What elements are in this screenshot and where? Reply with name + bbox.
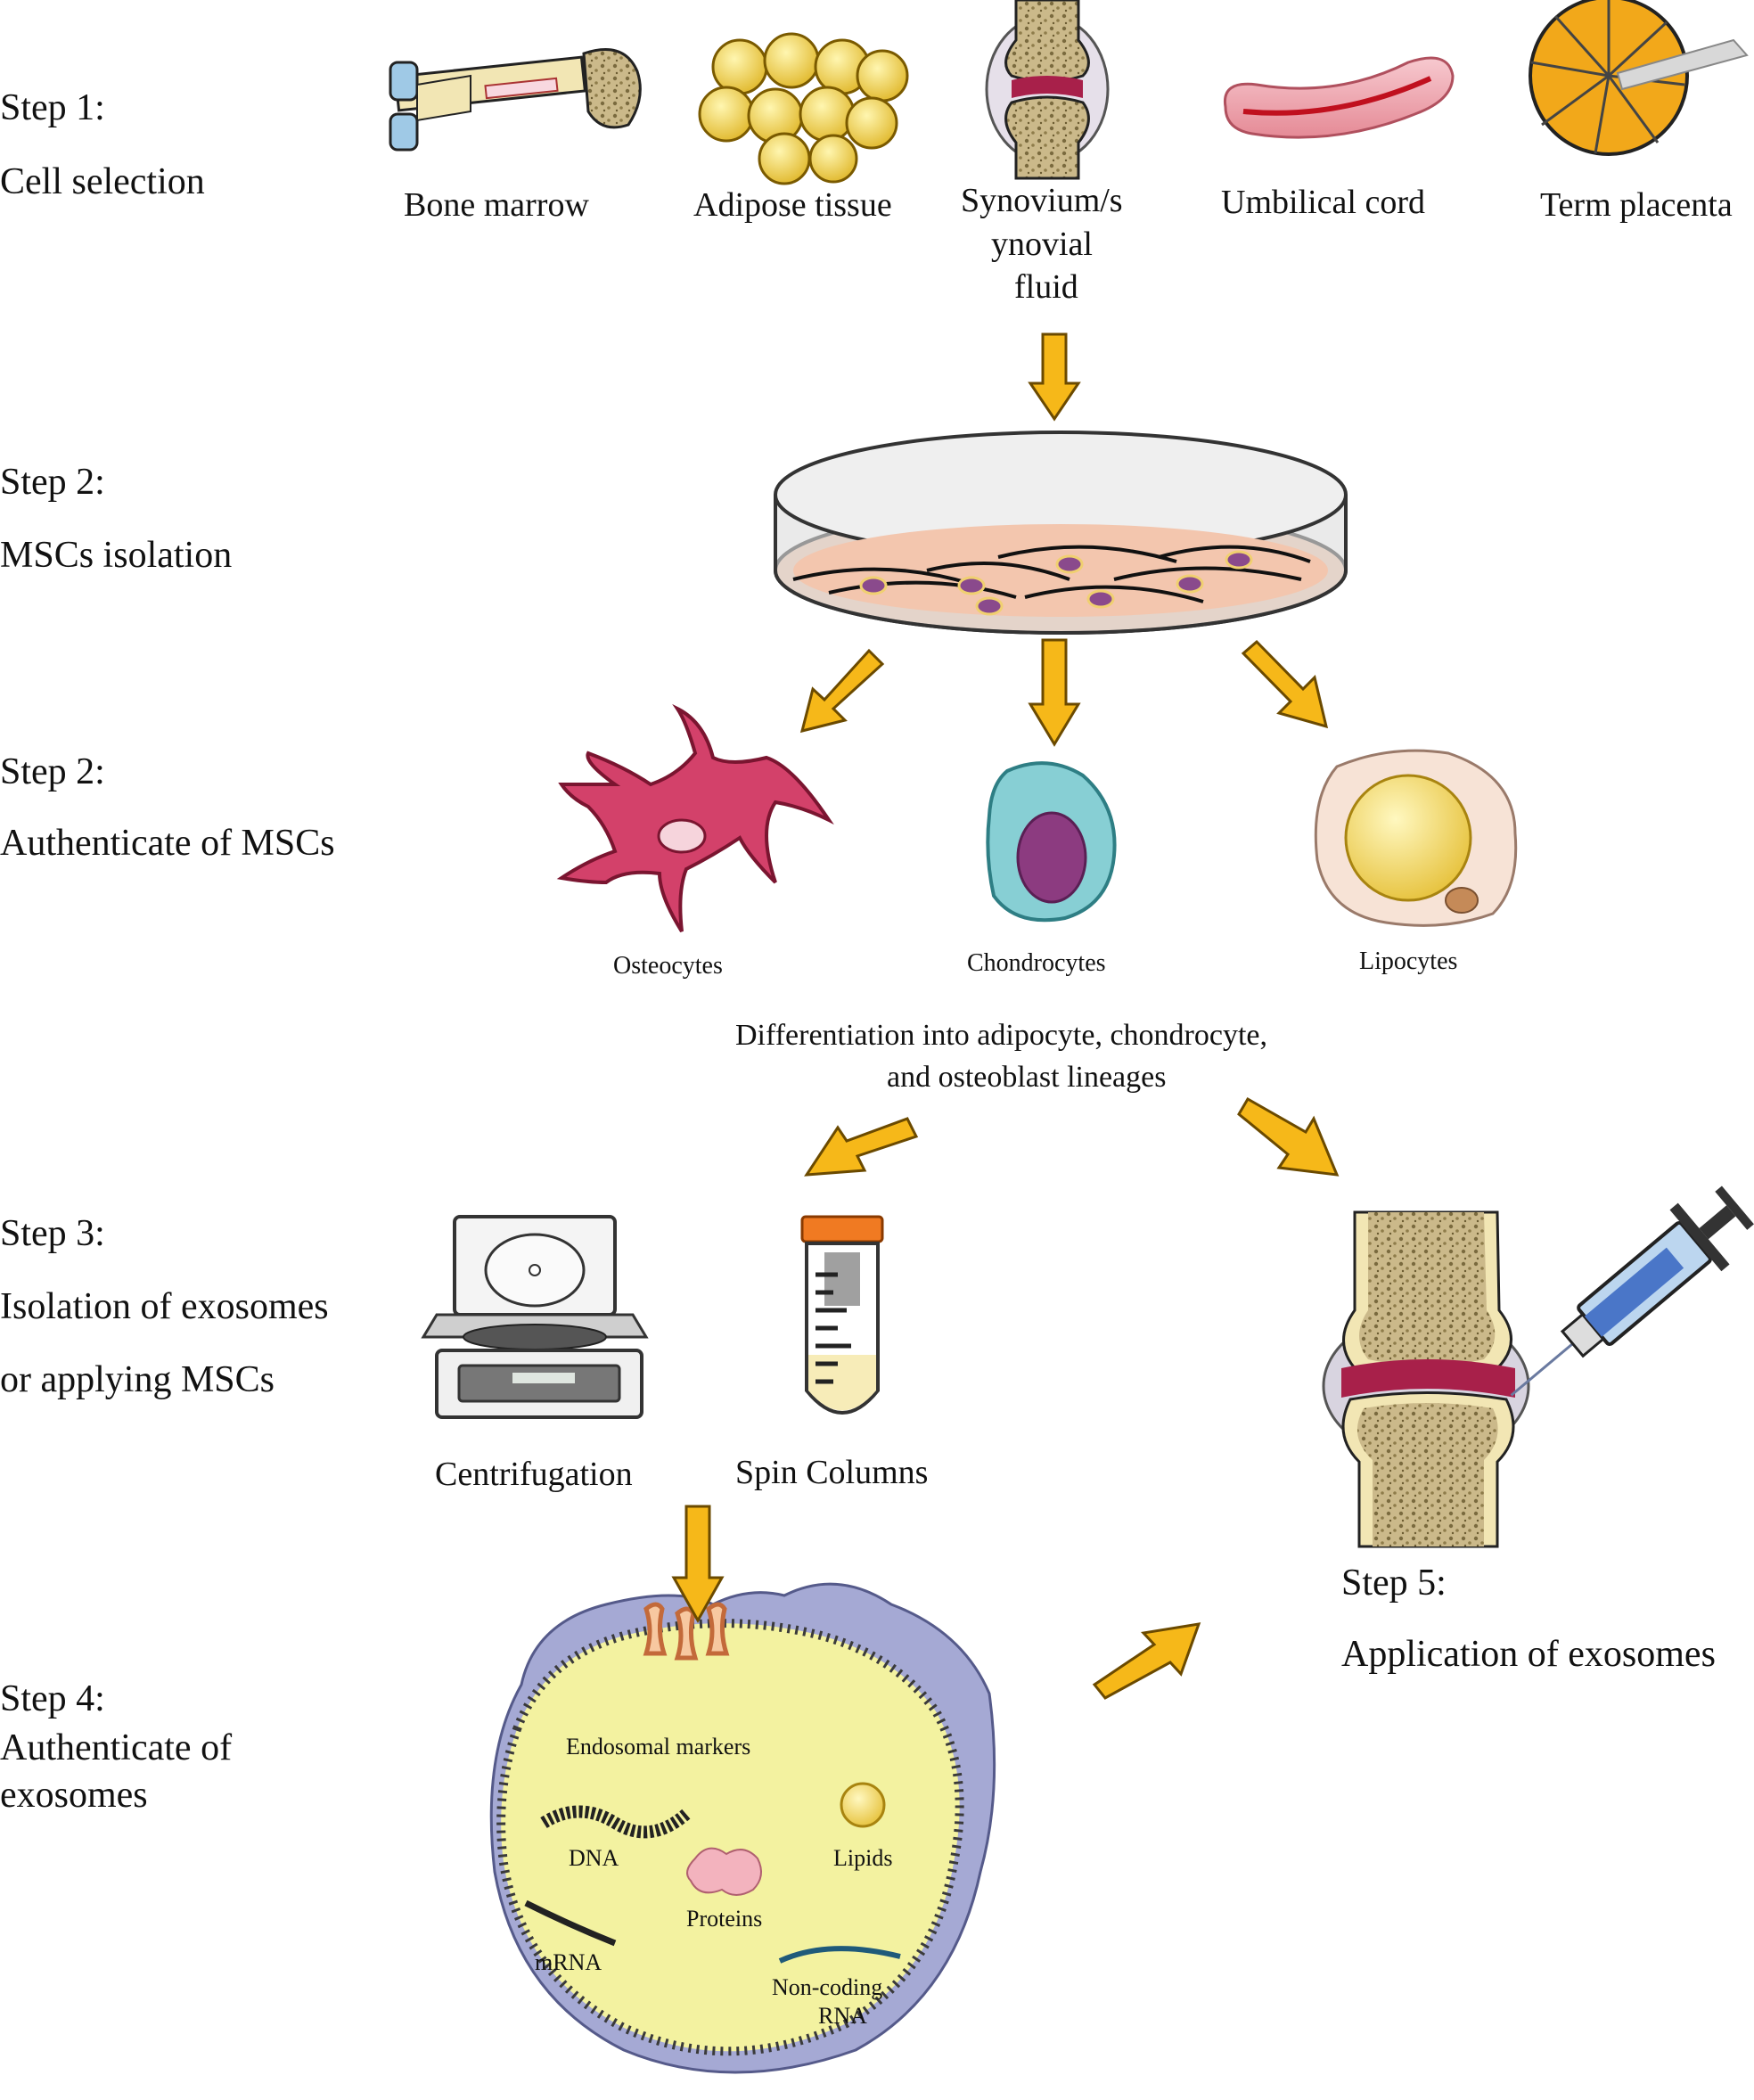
label-spin-columns: Spin Columns	[735, 1454, 929, 1491]
exosome-icon	[489, 1582, 996, 2074]
step3-desc-line2: or applying MSCs	[0, 1359, 275, 1400]
spin-column-tube-icon	[800, 1215, 884, 1415]
step2-title: Step 2:	[0, 462, 105, 503]
label-synovium-line2: ynovial	[991, 226, 1093, 263]
label-lipids: Lipids	[833, 1845, 893, 1871]
lipocyte-icon	[1314, 749, 1518, 927]
petri-dish-icon	[774, 431, 1348, 635]
label-adipose-tissue: Adipose tissue	[693, 186, 892, 224]
label-dna: DNA	[569, 1845, 619, 1871]
step2-desc: MSCs isolation	[0, 535, 233, 576]
centrifuge-icon	[421, 1215, 649, 1419]
label-noncoding-line1: Non-coding	[772, 1974, 883, 2000]
label-osteocytes: Osteocytes	[613, 952, 723, 980]
arrow-down-right-1	[1241, 639, 1329, 729]
differentiation-line2: and osteoblast lineages	[887, 1061, 1167, 1094]
label-proteins: Proteins	[686, 1906, 763, 1932]
step1-title: Step 1:	[0, 87, 105, 128]
step4-title: Step 4:	[0, 1678, 105, 1719]
mrna-strand-icon	[524, 1899, 617, 1947]
arrow-down-1	[1028, 332, 1081, 422]
knee-joint-injection-icon	[1322, 1185, 1754, 1548]
step4-desc-line2: exosomes	[0, 1775, 148, 1816]
arrow-down-3	[671, 1505, 725, 1624]
bone-marrow-icon	[389, 48, 642, 152]
osteocyte-icon	[556, 703, 834, 933]
arrow-down-left-1	[799, 648, 885, 734]
label-synovium-line1: Synovium/s	[961, 182, 1123, 219]
label-centrifugation: Centrifugation	[435, 1456, 633, 1493]
step3-desc-line1: Isolation of exosomes	[0, 1286, 329, 1327]
flow-arrows	[671, 332, 1340, 1700]
step4-desc-line1: Authenticate of	[0, 1727, 233, 1768]
lipid-droplet-icon	[840, 1782, 886, 1828]
label-lipocytes: Lipocytes	[1359, 947, 1458, 975]
label-bone-marrow: Bone marrow	[404, 186, 589, 224]
label-mrna: mRNA	[535, 1949, 602, 1975]
step3-title: Step 3:	[0, 1213, 105, 1254]
label-term-placenta: Term placenta	[1540, 186, 1733, 224]
differentiation-line1: Differentiation into adipocyte, chondroc…	[735, 1019, 1268, 1052]
noncoding-rna-icon	[778, 1946, 901, 1964]
step5-title: Step 5:	[1341, 1563, 1447, 1604]
step2b-title: Step 2:	[0, 751, 105, 792]
arrow-down-2	[1028, 638, 1081, 747]
arrow-up-right	[1092, 1622, 1201, 1700]
step2b-desc: Authenticate of MSCs	[0, 823, 335, 864]
arrow-down-left-2	[804, 1117, 919, 1177]
label-endosomal-markers: Endosomal markers	[566, 1734, 751, 1760]
dna-strand-icon	[540, 1805, 691, 1839]
syringe-icon	[1510, 1185, 1754, 1397]
protein-icon	[686, 1847, 762, 1896]
term-placenta-icon	[1529, 0, 1749, 156]
label-umbilical-cord: Umbilical cord	[1221, 184, 1425, 221]
chondrocyte-icon	[986, 761, 1117, 923]
step5-desc: Application of exosomes	[1341, 1634, 1716, 1675]
umbilical-cord-icon	[1223, 56, 1455, 139]
synovium-joint-icon	[985, 0, 1110, 180]
label-noncoding-line2: RNA	[818, 2003, 867, 2029]
adipose-tissue-icon	[698, 32, 909, 185]
arrow-down-right-2	[1237, 1096, 1340, 1177]
label-synovium-line3: fluid	[1014, 268, 1078, 306]
step1-desc: Cell selection	[0, 161, 205, 202]
label-chondrocytes: Chondrocytes	[967, 949, 1106, 977]
